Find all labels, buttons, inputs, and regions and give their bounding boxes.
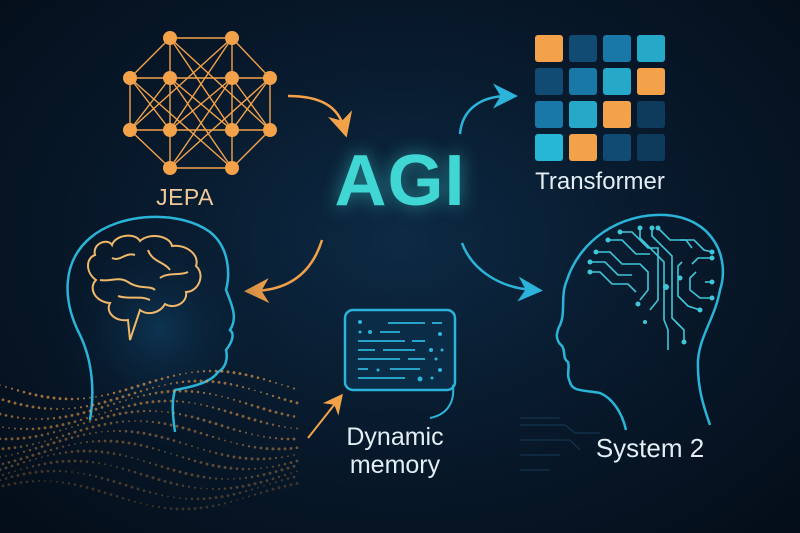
brain-icon: [87, 234, 202, 341]
arrow-to-dynamic-memory: [307, 393, 343, 439]
jepa-network-icon: [123, 31, 277, 175]
circuit-brain-icon: [590, 227, 713, 350]
particle-wave-decoration: [0, 369, 299, 511]
arrow-agi-to-system2: [460, 242, 543, 302]
circuit-lines-decoration: [520, 417, 600, 471]
memory-panel-icon: [343, 308, 457, 419]
agi-title: AGI: [334, 141, 466, 221]
arrow-agi-to-transformer: [458, 83, 518, 135]
jepa-label: JEPA: [156, 184, 214, 210]
transformer-grid-icon: [535, 35, 665, 161]
transformer-label: Transformer: [535, 168, 665, 195]
head-outline-right-icon: [555, 213, 725, 431]
system2-label: System 2: [595, 433, 705, 463]
dynamic-memory-label-line1: Dynamic: [346, 423, 444, 451]
dynamic-memory-label-line2: memory: [349, 451, 441, 479]
dynamic-memory-label: Dynamic memory: [335, 423, 455, 479]
arrow-jepa-to-agi: [287, 94, 353, 138]
